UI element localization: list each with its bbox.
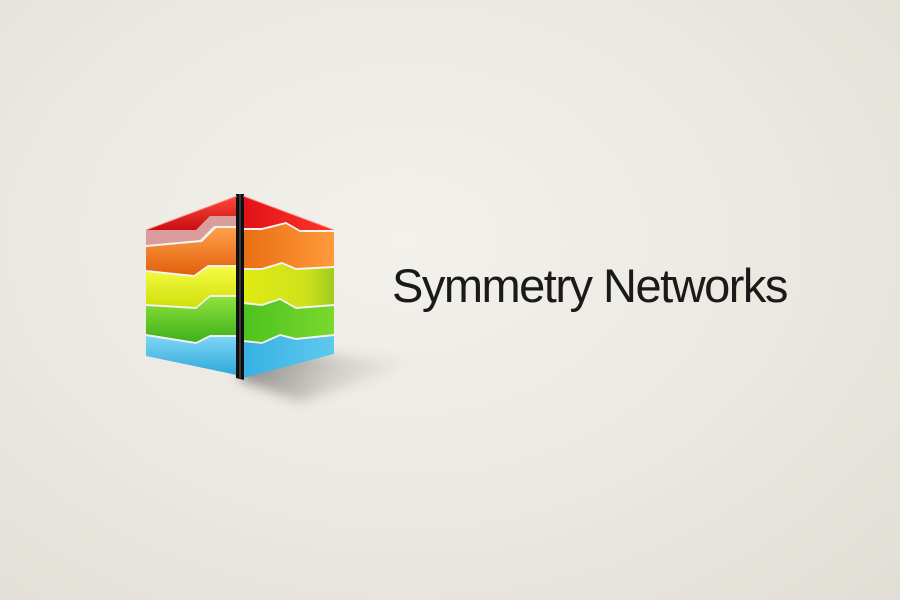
band-green-left: [146, 297, 237, 342]
band-blue-left: [146, 336, 237, 375]
band-orange-left: [146, 228, 237, 275]
band-green-right: [243, 300, 334, 342]
band-yellow-left: [146, 267, 237, 307]
brand-name: Symmetry Networks: [392, 259, 788, 312]
band-yellow-right: [243, 264, 334, 307]
band-blue-right: [243, 336, 334, 378]
band-orange-right: [243, 224, 334, 268]
